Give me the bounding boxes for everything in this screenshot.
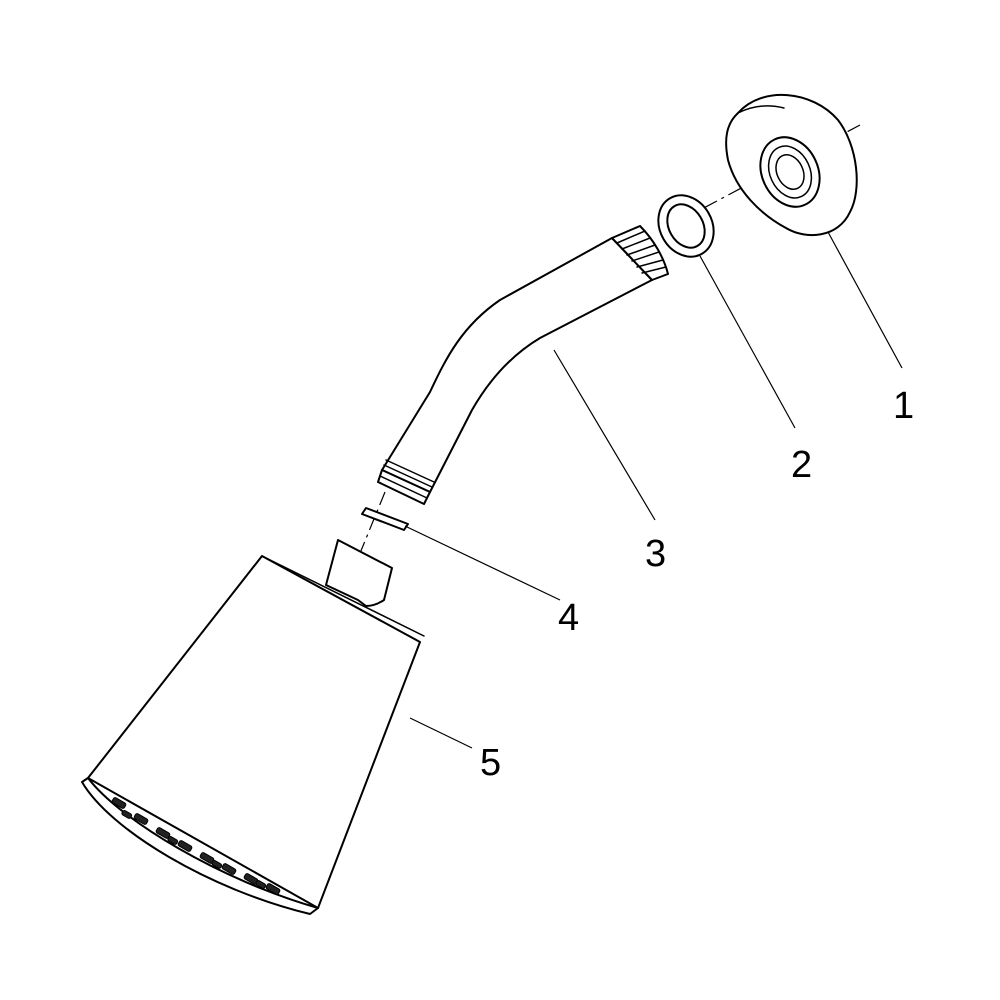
leader-4: [404, 525, 561, 601]
part-4-gasket: [361, 507, 409, 531]
leader-5: [409, 717, 473, 749]
leader-1: [827, 231, 903, 369]
arm-lower-thread: [377, 459, 435, 505]
callout-labels: 1 2 3 4 5: [480, 385, 914, 784]
part-3-shower-arm: [377, 225, 669, 505]
callout-4: 4: [558, 597, 579, 639]
spray-nozzles: [111, 797, 281, 895]
leader-2: [699, 255, 796, 429]
part-5-shower-head: [81, 539, 425, 915]
part-2-washer: [657, 194, 715, 258]
callout-3: 3: [645, 533, 666, 575]
callout-2: 2: [791, 444, 812, 486]
part-1-flange: [725, 94, 858, 237]
callout-5: 5: [480, 742, 501, 784]
arm-upper-thread: [611, 225, 669, 281]
leader-lines: [404, 231, 903, 749]
leader-3: [553, 349, 656, 521]
callout-1: 1: [893, 385, 914, 427]
